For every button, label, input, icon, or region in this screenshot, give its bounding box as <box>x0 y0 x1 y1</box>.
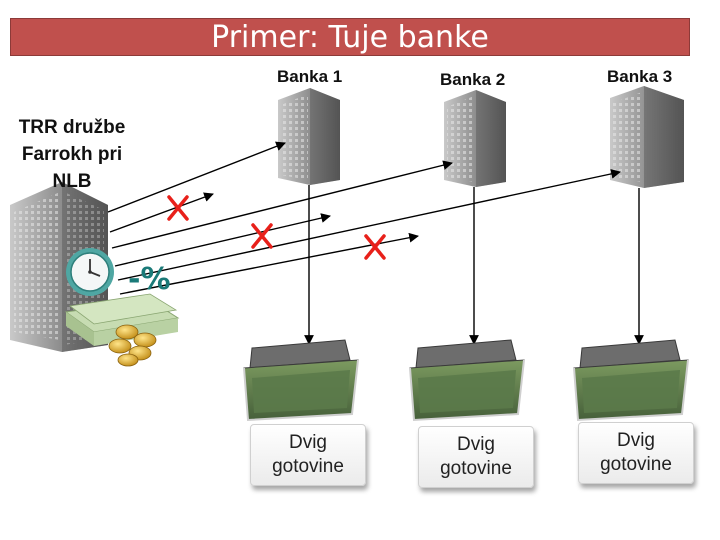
withdrawal-text: gotovine <box>440 458 512 479</box>
bank-3-building-icon <box>610 86 684 188</box>
arrow-to-bank-3 <box>117 169 621 281</box>
bank-3-label: Banka 3 <box>607 67 673 86</box>
withdrawal-text: gotovine <box>600 454 672 475</box>
withdrawal-box-bank-1: Dvig gotovine <box>250 424 366 486</box>
cross-icon <box>167 195 189 221</box>
withdrawal-text: Dvig <box>616 430 655 451</box>
arrow-blocked-1 <box>109 192 214 233</box>
source-label-line: Farrokh pri <box>21 144 123 165</box>
bank-2-label: Banka 2 <box>440 70 506 89</box>
coins-icon <box>108 324 157 367</box>
source-account-label: TRR družbe Farrokh pri NLB <box>2 114 142 195</box>
source-label-line: TRR družbe <box>18 117 126 138</box>
source-label-line: NLB <box>52 171 92 192</box>
bank-1-building-icon <box>278 88 340 185</box>
withdrawal-text: Dvig <box>456 434 495 455</box>
transfer-arrows <box>107 141 644 345</box>
arrow-blocked-3 <box>119 232 419 295</box>
cross-icon <box>364 234 386 260</box>
percent-label: -% <box>128 262 171 297</box>
cross-icon <box>251 223 273 249</box>
withdrawal-box-bank-2: Dvig gotovine <box>418 426 534 488</box>
cash-suitcase-icon-2 <box>409 339 525 422</box>
arrow-to-bank-2 <box>111 160 453 249</box>
withdrawal-text: Dvig <box>288 432 327 453</box>
slide-title: Primer: Tuje banke <box>10 18 690 56</box>
cash-suitcase-icon-1 <box>243 339 359 422</box>
cash-suitcase-icon-3 <box>573 339 689 422</box>
bank-2-building-icon <box>444 90 506 187</box>
clock-icon <box>66 248 114 296</box>
arrow-to-bank-1 <box>107 141 286 213</box>
arrow-blocked-2 <box>114 213 331 267</box>
withdrawal-text: gotovine <box>272 456 344 477</box>
bank-1-label: Banka 1 <box>277 67 343 86</box>
withdrawal-box-bank-3: Dvig gotovine <box>578 422 694 484</box>
